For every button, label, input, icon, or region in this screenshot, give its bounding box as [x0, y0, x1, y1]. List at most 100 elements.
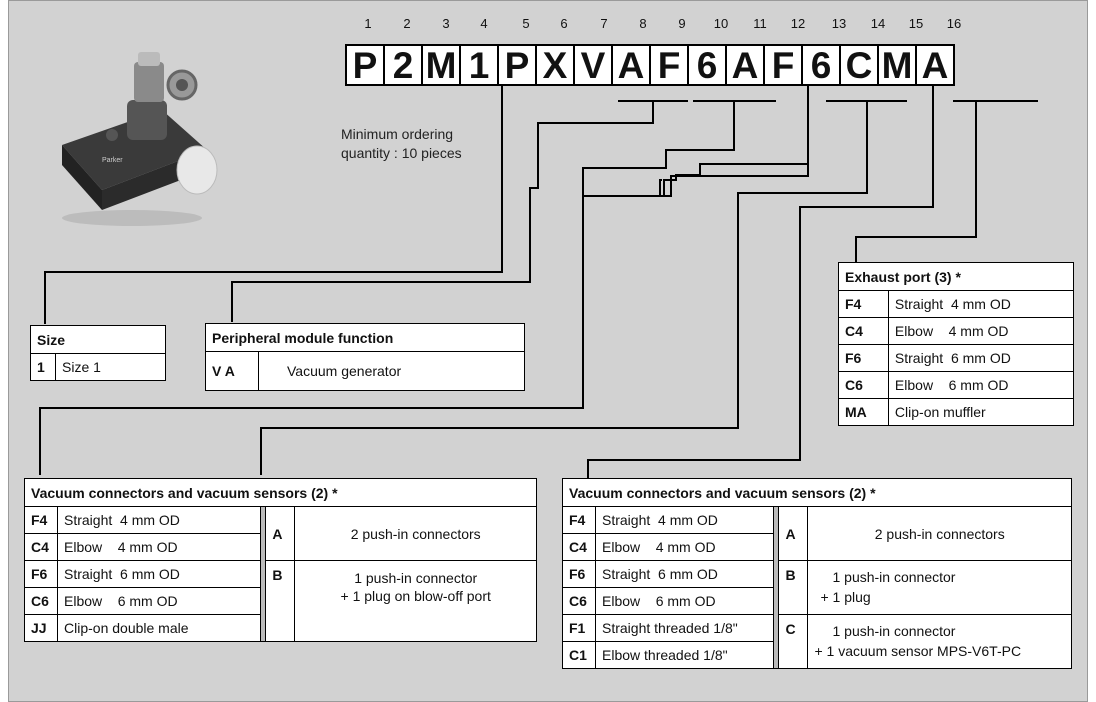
- vac-desc: Elbow threaded 1/8": [596, 642, 774, 669]
- code-cell: F: [763, 44, 803, 86]
- position-number: 6: [554, 16, 574, 31]
- code-cell: A: [725, 44, 765, 86]
- vac-option-line: 1 push-in connector: [814, 621, 1065, 641]
- exhaust-table: Exhaust port (3) * F4 Straight 4 mm OD C…: [838, 262, 1074, 426]
- minimum-order-note: Minimum ordering quantity : 10 pieces: [341, 125, 462, 163]
- vac-size: 6 mm OD: [120, 566, 180, 582]
- vac-desc: Straight threaded 1/8": [596, 615, 774, 642]
- vac-code: F6: [563, 561, 596, 588]
- exhaust-desc: Elbow 6 mm OD: [888, 372, 1073, 399]
- size-table: Size 1 Size 1: [30, 325, 166, 381]
- code-cell: M: [421, 44, 461, 86]
- exhaust-type: Elbow: [895, 323, 933, 339]
- vac-code: F4: [25, 507, 58, 534]
- vac-desc: Elbow 6 mm OD: [596, 588, 774, 615]
- position-number: 14: [868, 16, 888, 31]
- code-cell: 2: [383, 44, 423, 86]
- vac-size: 4 mm OD: [658, 512, 718, 528]
- vac-desc: Clip-on double male: [58, 615, 261, 642]
- vac-option-line: + 1 plug on blow-off port: [301, 587, 530, 605]
- vac-code: C4: [25, 534, 58, 561]
- size-label: Size 1: [56, 354, 166, 381]
- exhaust-type: Straight: [895, 350, 943, 366]
- position-number: 13: [829, 16, 849, 31]
- vac-desc: Straight 6 mm OD: [596, 561, 774, 588]
- exhaust-code: F4: [839, 291, 889, 318]
- exhaust-desc: Clip-on muffler: [888, 399, 1073, 426]
- vac-type: Elbow: [64, 593, 102, 609]
- vac-type: Elbow: [602, 593, 640, 609]
- code-cell: 6: [687, 44, 727, 86]
- vac-option-desc: 2 push-in connectors: [808, 507, 1072, 561]
- code-cell: X: [535, 44, 575, 86]
- code-cell: C: [839, 44, 879, 86]
- exhaust-code: C4: [839, 318, 889, 345]
- vac-size: 4 mm OD: [656, 539, 716, 555]
- position-number: 9: [672, 16, 692, 31]
- code-cell: 1: [459, 44, 499, 86]
- exhaust-size: 6 mm OD: [949, 377, 1009, 393]
- code-cell: A: [611, 44, 651, 86]
- position-number: 3: [436, 16, 456, 31]
- position-number: 4: [474, 16, 494, 31]
- vac-type: Straight: [64, 566, 112, 582]
- position-number: 5: [516, 16, 536, 31]
- vac-size: 4 mm OD: [118, 539, 178, 555]
- exhaust-size: 4 mm OD: [949, 323, 1009, 339]
- vac-size: 6 mm OD: [118, 593, 178, 609]
- vac-code: C6: [563, 588, 596, 615]
- peripheral-table: Peripheral module function V A Vacuum ge…: [205, 323, 525, 391]
- exhaust-type: Elbow: [895, 377, 933, 393]
- position-number: 12: [788, 16, 808, 31]
- code-cell: P: [345, 44, 385, 86]
- vac-desc: Straight 4 mm OD: [58, 507, 261, 534]
- exhaust-size: 4 mm OD: [951, 296, 1011, 312]
- size-header: Size: [31, 326, 166, 354]
- vac-option-desc: 1 push-in connector + 1 plug: [808, 561, 1072, 615]
- code-cell: A: [915, 44, 955, 86]
- vac-type: Elbow: [64, 539, 102, 555]
- vac-code: F1: [563, 615, 596, 642]
- vac-desc: Straight 4 mm OD: [596, 507, 774, 534]
- exhaust-desc: Straight 4 mm OD: [888, 291, 1073, 318]
- exhaust-header: Exhaust port (3) *: [839, 263, 1074, 291]
- position-number: 8: [633, 16, 653, 31]
- exhaust-code: F6: [839, 345, 889, 372]
- vac-code: F4: [563, 507, 596, 534]
- size-code: 1: [31, 354, 56, 381]
- vac-option-line: 1 push-in connector: [301, 569, 530, 587]
- vac-option-line: + 1 plug: [820, 587, 1065, 607]
- vac-code: C6: [25, 588, 58, 615]
- exhaust-code: MA: [839, 399, 889, 426]
- peripheral-label: Vacuum generator: [259, 352, 525, 391]
- vac-desc: Elbow 4 mm OD: [58, 534, 261, 561]
- vac-desc: Elbow 6 mm OD: [58, 588, 261, 615]
- code-cell: P: [497, 44, 537, 86]
- exhaust-desc: Elbow 4 mm OD: [888, 318, 1073, 345]
- vacuum-right-header: Vacuum connectors and vacuum sensors (2)…: [563, 479, 1072, 507]
- exhaust-size: 6 mm OD: [951, 350, 1011, 366]
- position-number: 2: [397, 16, 417, 31]
- vac-option-code: B: [266, 561, 295, 642]
- vacuum-right-table: Vacuum connectors and vacuum sensors (2)…: [562, 478, 1072, 669]
- vac-option-desc: 1 push-in connector + 1 plug on blow-off…: [295, 561, 537, 642]
- vac-option-code: B: [779, 561, 808, 615]
- vac-type: Straight: [602, 566, 650, 582]
- vac-type: Straight: [64, 512, 112, 528]
- position-number: 10: [711, 16, 731, 31]
- position-number: 16: [944, 16, 964, 31]
- position-number: 15: [906, 16, 926, 31]
- exhaust-desc: Straight 6 mm OD: [888, 345, 1073, 372]
- vac-code: F6: [25, 561, 58, 588]
- vac-code: JJ: [25, 615, 58, 642]
- vac-size: 6 mm OD: [658, 566, 718, 582]
- vac-code: C4: [563, 534, 596, 561]
- ordering-code: P 2 M 1 P X V A F 6 A F 6 C M A: [345, 44, 955, 86]
- vac-option-code: A: [779, 507, 808, 561]
- position-number: 1: [358, 16, 378, 31]
- min-order-line1: Minimum ordering: [341, 125, 462, 144]
- vac-option-line: + 1 vacuum sensor MPS-V6T-PC: [814, 641, 1065, 661]
- code-cell: V: [573, 44, 613, 86]
- code-cell: F: [649, 44, 689, 86]
- vac-size: 6 mm OD: [656, 593, 716, 609]
